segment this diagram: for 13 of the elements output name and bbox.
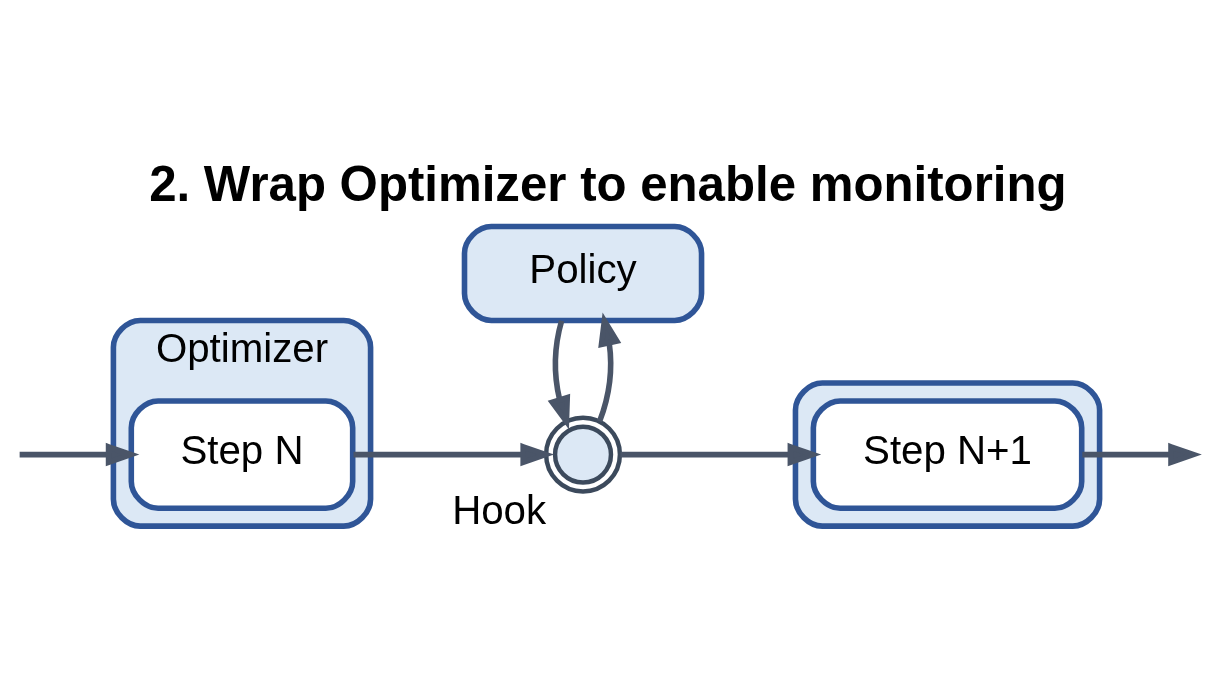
node-circle (543, 414, 623, 494)
arrow (19, 442, 140, 466)
diagram-title: 2. Wrap Optimizer to enable monitoring (149, 155, 1067, 211)
cluster (792, 379, 1103, 529)
arrow (597, 312, 622, 422)
arrow (620, 442, 822, 466)
node-box: Step N+1 (810, 397, 1085, 511)
node-box: Step N (128, 397, 356, 511)
arrow (547, 319, 571, 429)
arrow (1082, 442, 1202, 466)
arrow (353, 442, 554, 466)
node-box: Policy (461, 223, 705, 323)
node-label: Hook (452, 487, 547, 533)
